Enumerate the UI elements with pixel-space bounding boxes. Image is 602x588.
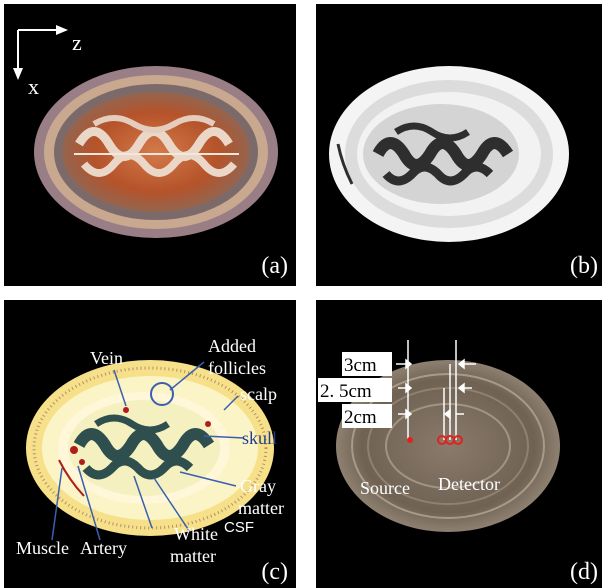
segmented-head xyxy=(329,66,569,242)
schematic-head xyxy=(26,360,274,536)
panel-d-tag: (d) xyxy=(570,559,598,586)
panel-d-figure: 3cm 2. 5cm 2cm Source Detector xyxy=(316,300,602,588)
source-dot xyxy=(407,437,413,443)
label-2cm: 2cm xyxy=(344,407,377,428)
panel-a-figure: z x xyxy=(4,4,296,286)
label-gray-1: Gray xyxy=(240,476,276,496)
label-white-2: matter xyxy=(170,546,216,566)
panel-c-tag: (c) xyxy=(261,559,288,586)
panel-b-tag: (b) xyxy=(570,253,598,280)
label-white-1: White xyxy=(174,524,218,544)
axis-x-label: x xyxy=(28,74,39,99)
label-csf: CSF xyxy=(224,519,254,536)
label-3cm: 3cm xyxy=(344,355,377,376)
label-muscle: Muscle xyxy=(16,538,69,558)
label-scalp: scalp xyxy=(240,384,277,404)
panel-c-figure: Vein Added follicles scalp skull Gray ma… xyxy=(4,300,296,588)
panel-b-figure xyxy=(316,4,602,286)
label-vein: Vein xyxy=(90,348,123,368)
label-artery: Artery xyxy=(80,538,127,558)
label-gray-2: matter xyxy=(238,498,284,518)
axis-z-label: z xyxy=(72,30,82,55)
panel-a: z x (a) xyxy=(4,4,296,286)
panel-c: Vein Added follicles scalp skull Gray ma… xyxy=(4,300,296,588)
label-detector: Detector xyxy=(438,474,500,494)
label-source: Source xyxy=(360,478,410,498)
panel-a-tag: (a) xyxy=(261,253,288,280)
label-skull: skull xyxy=(242,428,277,448)
label-added-1: Added xyxy=(208,336,256,356)
head-section-photo xyxy=(34,66,278,238)
label-added-2: follicles xyxy=(208,358,266,378)
axis-arrows xyxy=(13,25,68,80)
label-25cm: 2. 5cm xyxy=(320,381,372,402)
panel-b: (b) xyxy=(316,4,602,286)
panel-d: 3cm 2. 5cm 2cm Source Detector (d) xyxy=(316,300,602,588)
